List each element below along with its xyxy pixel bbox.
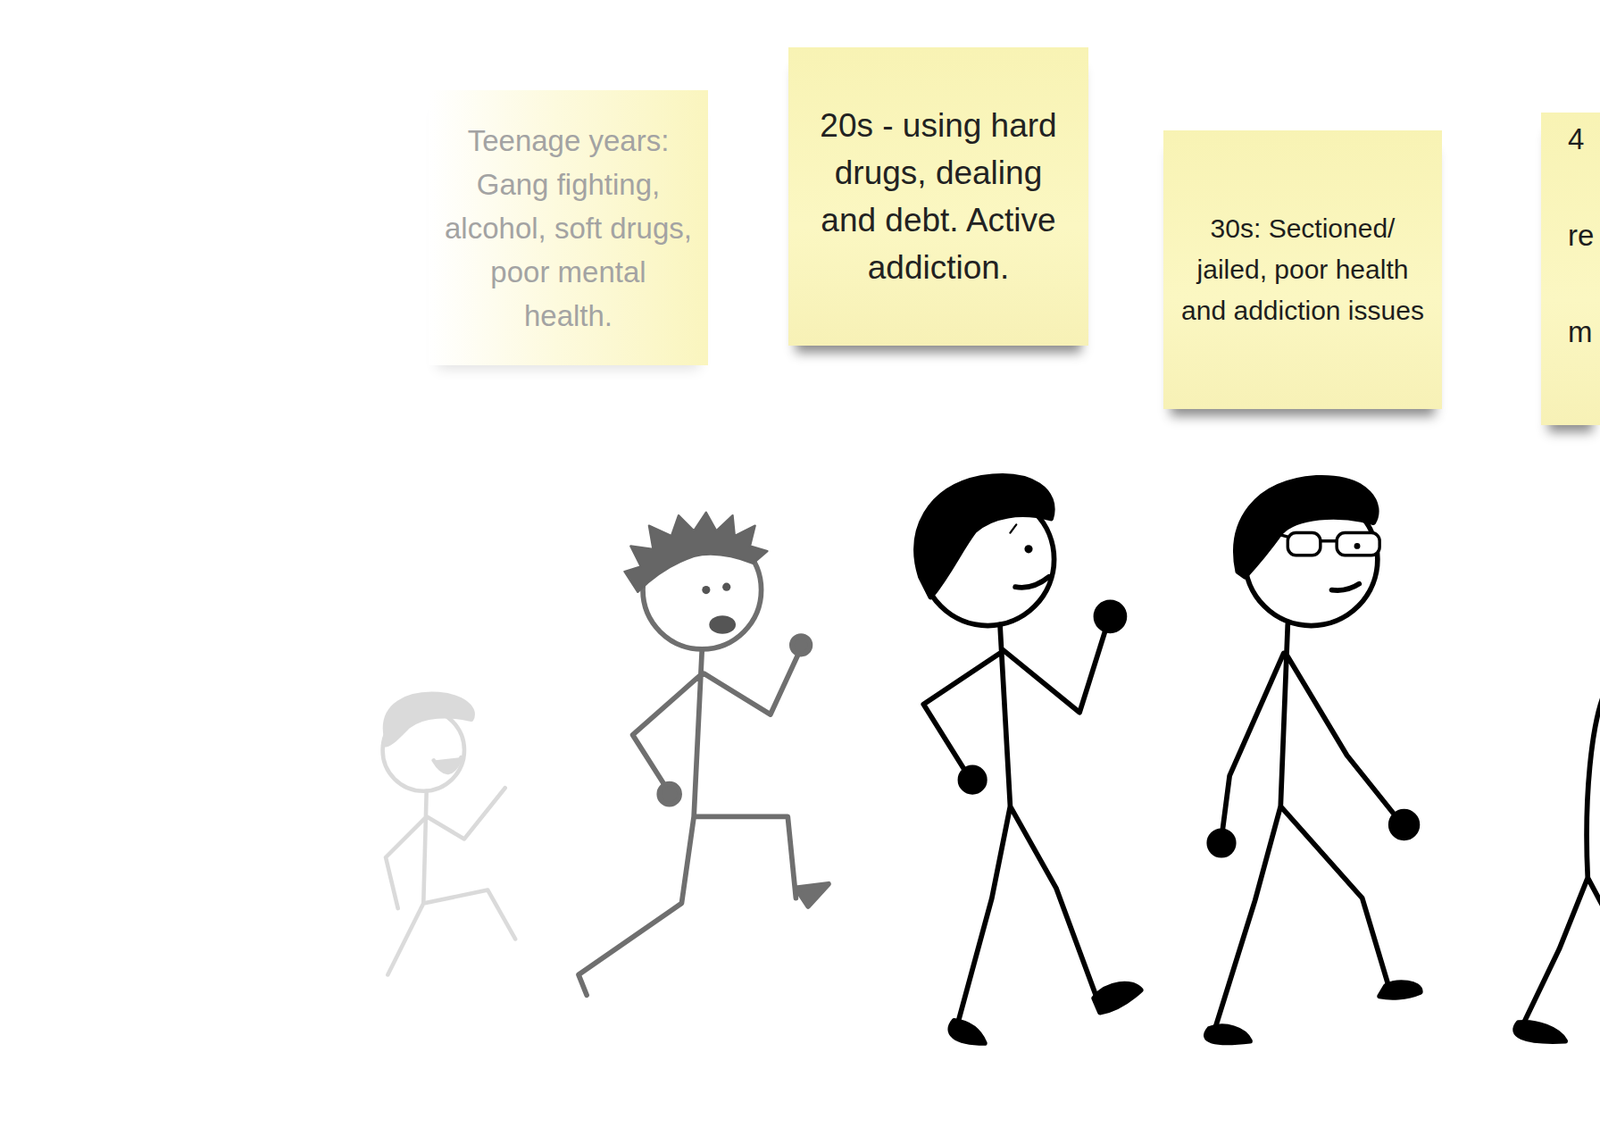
note-text: 4 re m [1567,91,1597,381]
figure-brow [1009,524,1017,533]
figure-hair [1235,477,1377,577]
figure-foot [1093,983,1142,1013]
figure-eye [701,585,710,594]
figure-eye [1024,544,1033,553]
figure-mouth [1015,576,1050,588]
sticky-note: 20s - using hard drugs, dealing and debt… [788,47,1089,346]
sticky-note: 30s: Sectioned/ jailed, poor health and … [1163,130,1442,409]
thirties-figure [1206,477,1421,1043]
figure-limbs [1522,693,1600,1025]
figure-hair [384,693,474,745]
figure-fist [791,635,811,655]
figure-glasses-bridge [1273,533,1337,542]
figure-foot [1379,982,1421,998]
figure-glasses [1336,533,1380,556]
figure-limbs [1214,624,1400,1031]
figure-fist [1208,830,1234,855]
figure-limbs [923,624,1108,1025]
note-text: 30s: Sectioned/ jailed, poor health and … [1177,208,1428,332]
figure-mouth [433,757,462,773]
sticky-note: 4 re m [1541,112,1600,425]
note-text: 20s - using hard drugs, dealing and debt… [804,101,1073,292]
figure-eye [1354,542,1361,550]
teen-figure [578,512,829,996]
forties-figure-partial [1515,693,1600,1042]
child-figure [383,693,517,975]
figure-fist [959,766,984,792]
figure-foot [1515,1022,1566,1042]
figure-limbs [385,787,516,975]
figure-mouth [708,615,736,634]
figure-hair [624,512,767,592]
figure-foot [795,883,829,907]
sticky-note: Teenage years: Gang fighting, alcohol, s… [428,90,709,366]
figure-hair [916,475,1053,598]
figure-fist [1095,601,1125,631]
note-text: Teenage years: Gang fighting, alcohol, s… [444,118,692,338]
figure-eye [722,583,731,592]
figure-foot [1206,1025,1250,1042]
figure-limbs [578,648,801,996]
figure-foot [950,1020,985,1043]
twenties-figure [916,475,1142,1043]
figure-mouth [1331,583,1359,591]
figure-fist [658,783,680,805]
figure-glasses [1287,533,1321,556]
figure-fist [1391,811,1418,839]
